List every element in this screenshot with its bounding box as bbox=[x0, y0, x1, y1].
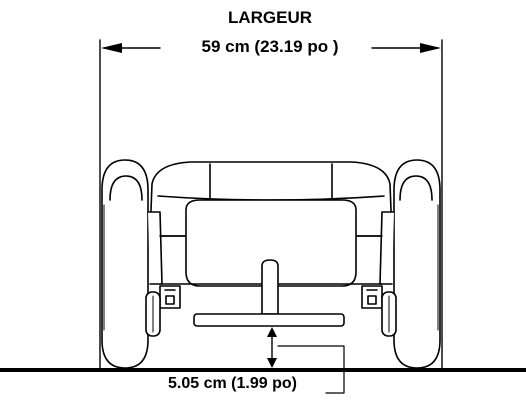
footplate bbox=[193, 313, 345, 327]
center-post bbox=[261, 259, 279, 315]
side-panels bbox=[147, 211, 395, 285]
width-dimension-arrow bbox=[101, 43, 441, 53]
width-label: LARGEUR bbox=[227, 8, 313, 27]
left-caster bbox=[145, 285, 181, 337]
width-value: 59 cm (23.19 po ) bbox=[201, 37, 339, 56]
ground-clearance-value: 5.05 cm (1.99 po) bbox=[168, 375, 297, 392]
width-extension-lines bbox=[99, 39, 443, 369]
right-caster bbox=[361, 285, 397, 337]
clearance-dimension-arrow bbox=[267, 327, 345, 394]
left-drive-wheel bbox=[101, 159, 149, 369]
right-drive-wheel bbox=[393, 159, 441, 369]
